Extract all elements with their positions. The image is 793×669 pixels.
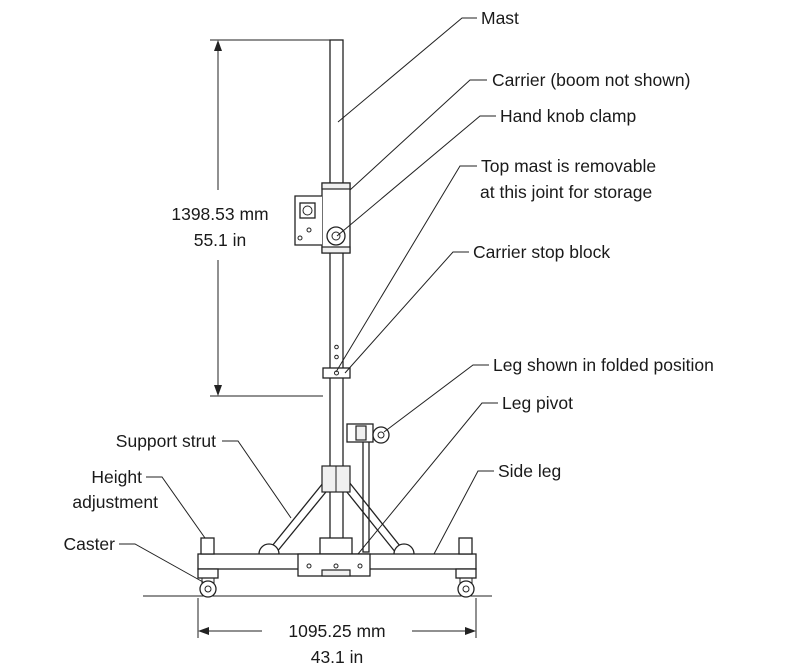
left-caster xyxy=(197,537,219,598)
width-dimension: 1095.25 mm 43.1 in xyxy=(197,598,477,667)
callout-labels: Mast Carrier (boom not shown) Hand knob … xyxy=(63,8,713,554)
hand-knob xyxy=(326,226,346,246)
label-hand-knob-clamp: Hand knob clamp xyxy=(500,106,636,126)
label-support-strut: Support strut xyxy=(116,431,216,451)
label-carrier: Carrier (boom not shown) xyxy=(492,70,690,90)
callout-leaders xyxy=(119,17,498,583)
carrier-stop-block xyxy=(322,367,351,379)
stand-drawing xyxy=(143,39,492,598)
height-mm: 1398.53 mm xyxy=(171,204,268,224)
label-leg-folded: Leg shown in folded position xyxy=(493,355,714,375)
width-mm: 1095.25 mm xyxy=(288,621,385,641)
label-top-mast-line2: at this joint for storage xyxy=(480,182,652,202)
label-height-line2: adjustment xyxy=(72,492,158,512)
label-leg-pivot: Leg pivot xyxy=(502,393,573,413)
support-struts xyxy=(258,465,415,555)
center-block xyxy=(297,537,371,577)
right-caster xyxy=(455,537,477,598)
label-caster: Caster xyxy=(63,534,115,554)
label-mast: Mast xyxy=(481,8,519,28)
width-in: 43.1 in xyxy=(311,647,364,667)
carrier xyxy=(294,182,351,254)
label-top-mast-line1: Top mast is removable xyxy=(481,156,656,176)
label-side-leg: Side leg xyxy=(498,461,561,481)
label-height-line1: Height xyxy=(91,467,142,487)
height-dimension: 1398.53 mm 55.1 in xyxy=(171,39,330,397)
folded-leg xyxy=(346,423,390,553)
height-in: 55.1 in xyxy=(194,230,247,250)
label-carrier-stop-block: Carrier stop block xyxy=(473,242,610,262)
